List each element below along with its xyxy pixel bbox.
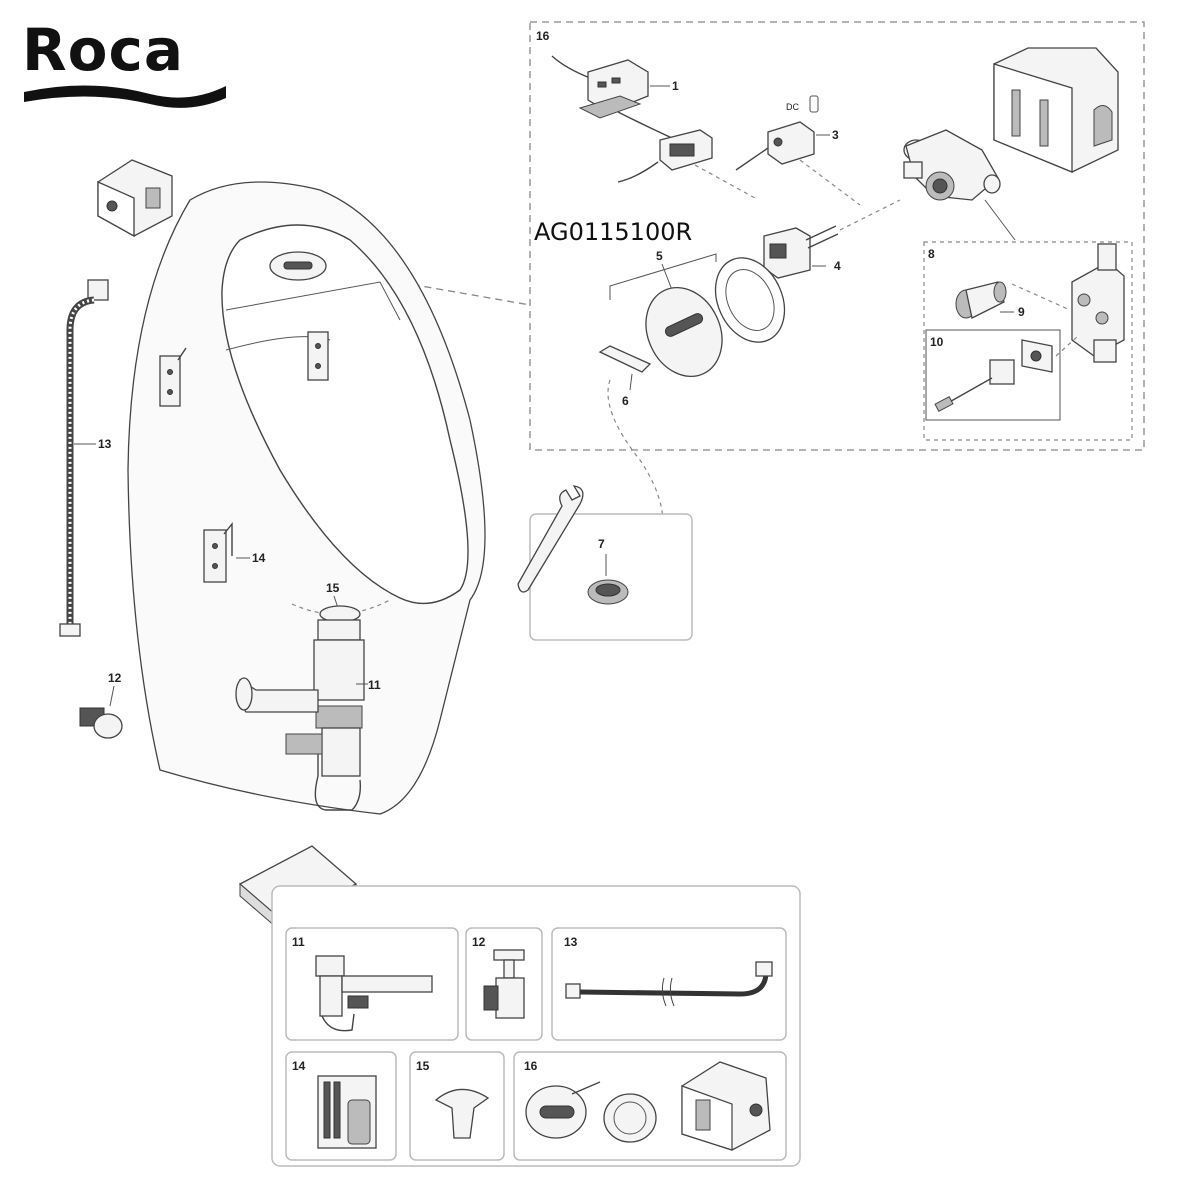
wall-hook-part-14: 14 [203,522,266,583]
kit-stop-valve-image [483,949,525,1019]
callout-13: 13 [98,437,112,451]
roca-logo-text: Roca [22,16,184,84]
plug-part-7: 7 [587,537,629,605]
solenoid-part-3: DC 3 [735,95,861,206]
kit-label-12: 12 [472,935,486,949]
solenoid-valve-body [903,129,1016,241]
kit-label-15: 15 [416,1059,430,1073]
sensor-module-part-1: 1 [551,55,756,199]
kit-label-14: 14 [292,1059,306,1073]
stop-valve-part-12: 12 [79,671,123,739]
hose-part-13: 13 [59,279,112,637]
roca-logo-wave [24,85,226,108]
callout-15: 15 [326,581,340,595]
roca-logo: Roca [22,16,226,108]
callout-7: 7 [598,537,605,551]
wall-hook-left [159,347,187,407]
callout-8: 8 [928,247,935,261]
kit-hooks-image [317,1075,377,1149]
callout-16: 16 [536,29,550,43]
urinal-body [127,181,486,815]
callout-10: 10 [930,335,944,349]
kit-label-13: 13 [564,935,578,949]
wrench-tool [517,485,584,593]
battery-icon [809,95,819,113]
callout-6: 6 [622,394,629,408]
valve-subassembly-frame [923,241,1133,441]
wall-hook-right [307,331,329,381]
kit-electronics-image [525,1061,771,1151]
filter-part-9: 9 [955,281,1025,319]
product-code: AG0115100R [534,218,692,246]
callout-9: 9 [1018,305,1025,319]
kit-grid-image [434,1088,490,1139]
callout-12: 12 [108,671,122,685]
kit-label-11: 11 [292,935,305,949]
callout-11: 11 [368,678,381,692]
connector-part-4: 4 [763,199,901,279]
kit-cell-13 [551,927,787,1041]
cover-plate-part-5: 5 [609,249,786,378]
callout-5: 5 [656,249,663,263]
callout-3: 3 [832,128,839,142]
power-box-part [97,159,173,238]
callout-1: 1 [672,79,679,93]
valve-cover-housing [993,47,1119,173]
kit-label-16: 16 [524,1059,538,1073]
kit-siphon-image [315,955,433,1032]
callout-4: 4 [834,259,841,273]
dc-label: DC [786,102,799,112]
siphon-part-11: 11 [235,619,381,811]
valve-body-part-8 [1011,243,1125,363]
shutoff-frame [925,329,1061,421]
kit-hose-image [565,961,773,1007]
callout-14: 14 [252,551,266,565]
shutoff-part-10 [934,339,1053,412]
electronics-assembly-frame [529,21,1145,451]
